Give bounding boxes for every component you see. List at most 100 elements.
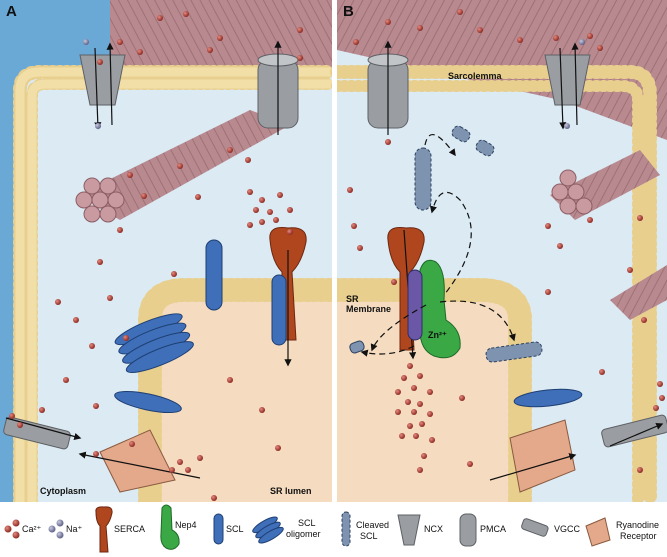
calcium-ion [287,229,293,235]
calcium-ion [641,317,647,323]
calcium-ion [545,223,551,229]
calcium-ion [545,289,551,295]
calcium-ion [227,147,233,153]
vgcc-channel-b [601,414,667,448]
legend-item-ca: Ca²⁺ [4,519,42,539]
sarcolemma-membrane-b [330,65,657,509]
vgcc-icon [521,518,549,537]
calcium-ion [39,407,45,413]
sr-lumen-label: SR lumen [270,486,312,496]
calcium-ion [287,207,293,213]
calcium-ion [55,299,61,305]
calcium-ion [89,343,95,349]
myofibril-bundle-b [550,150,667,320]
ryanodine-receptor-b [489,419,577,493]
svg-text:SCL: SCL [360,531,378,541]
calcium-ion [405,399,411,405]
calcium-ion [417,25,423,31]
legend-item-nep4: Nep4 [160,504,197,550]
pmca-pump-a [257,40,299,135]
sr-membrane-label-line2: Membrane [346,304,391,314]
calcium-ion [83,39,89,45]
calcium-ion [357,245,363,251]
panel-a: A Cytoplasm SR lumen [0,0,344,514]
calcium-ion [579,39,585,45]
calcium-ion [267,209,273,215]
pmca-pump-b [367,40,409,135]
calcium-ion [93,451,99,457]
pmca-icon [459,513,477,547]
legend-item-na: Na⁺ [48,519,83,539]
calcium-ion [557,243,563,249]
svg-text:Nep4: Nep4 [175,520,197,530]
scl-oligomer-icon [252,516,284,544]
calcium-ion [247,222,253,228]
calcium-ion [657,381,663,387]
svg-text:SCL: SCL [226,524,244,534]
scl-monomer-a3 [114,390,182,414]
calcium-ion [407,363,413,369]
calcium-ion [411,409,417,415]
calcium-ion [123,335,129,341]
cleaved-scl-b2 [349,340,365,354]
serca-icon [95,506,113,553]
scl-icon [213,513,224,545]
panel-b-letter: B [343,3,354,20]
calcium-ion [253,207,259,213]
calcium-ion [137,49,143,55]
calcium-ion [385,19,391,25]
scl-monomer-a1 [271,274,287,346]
calcium-ion [73,317,79,323]
legend-item-vgcc: VGCC [521,518,581,537]
calcium-ion [217,35,223,41]
scl-oligomer-a [114,313,194,373]
calcium-ion [117,39,123,45]
calcium-ion [599,369,605,375]
calcium-ion [399,433,405,439]
calcium-ion [467,461,473,467]
svg-text:Na⁺: Na⁺ [66,524,83,534]
legend: Ca²⁺ Na⁺ SERCA Nep4 SCL [0,502,667,557]
svg-text:Cleaved: Cleaved [356,520,389,530]
svg-text:VGCC: VGCC [554,524,581,534]
ryanodine-receptor-icon [585,517,611,547]
sr-lumen-b [337,290,520,502]
calcium-ion [273,217,279,223]
calcium-ion [401,375,407,381]
legend-item-scl-oligomer: SCL oligomer [252,516,321,544]
calcium-ion [185,467,191,473]
cleaved-scl-b3 [485,341,543,363]
sr-lumen-a [150,290,332,502]
calcium-ion [17,422,23,428]
ryanodine-receptor-a [78,429,201,493]
calcium-ion [427,411,433,417]
calcium-ion [417,467,423,473]
cleaved-scl-icon [341,511,351,547]
calcium-ion [517,37,523,43]
calcium-ion [207,47,213,53]
calcium-ion [63,377,69,383]
calcium-ion [245,157,251,163]
nep4-protein-b [419,259,461,359]
calcium-ion [659,395,665,401]
calcium-ion [157,15,163,21]
svg-text:Ca²⁺: Ca²⁺ [22,524,42,534]
scl-monomer-b [513,388,583,408]
calcium-ion [97,259,103,265]
calcium-ion [93,403,99,409]
calcium-ion [171,271,177,277]
ncx-icon [397,514,421,546]
calcium-ion [197,455,203,461]
calcium-ion [637,467,643,473]
calcium-ion [259,407,265,413]
legend-item-pmca: PMCA [459,513,506,547]
calcium-ion [353,39,359,45]
svg-text:Receptor: Receptor [620,531,657,541]
legend-item-serca: SERCA [95,506,145,553]
svg-text:SERCA: SERCA [114,524,145,534]
calcium-ion [177,459,183,465]
calcium-ion [277,192,283,198]
calcium-ion [421,453,427,459]
calcium-ion [457,9,463,15]
